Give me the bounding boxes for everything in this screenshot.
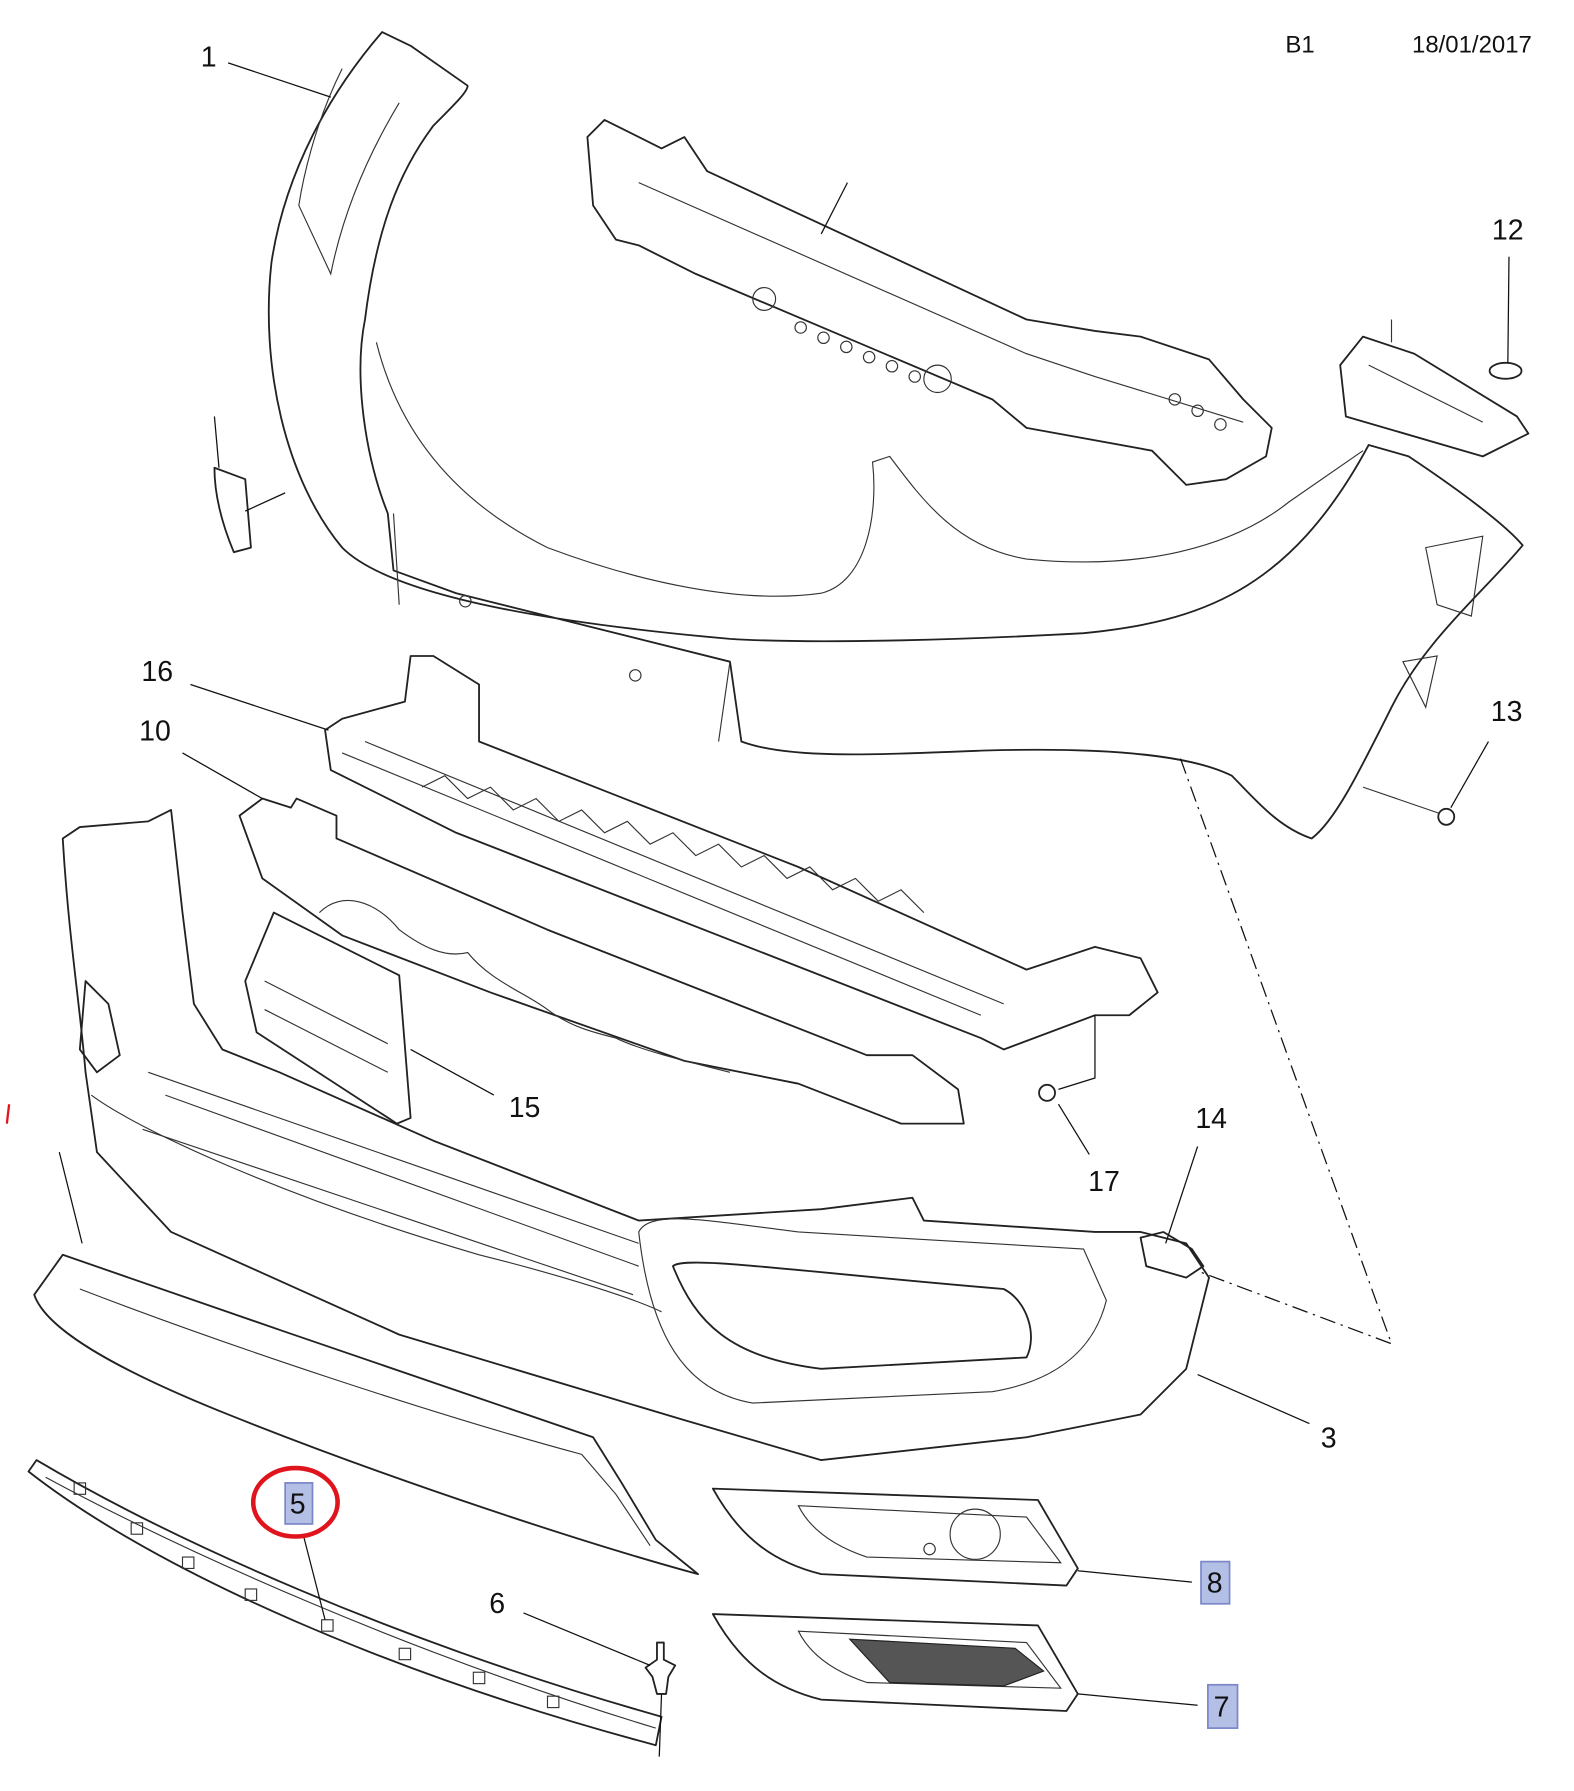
energy-absorber-16[interactable] bbox=[190, 655, 1159, 1051]
callout-1: 1 bbox=[201, 41, 217, 73]
callout-7-highlight bbox=[1207, 1683, 1239, 1729]
fog-lamp-bezel-8[interactable] bbox=[711, 1487, 1192, 1587]
callout-8[interactable]: 8 bbox=[1207, 1567, 1223, 1599]
red-circle-marker bbox=[250, 1465, 340, 1539]
lower-absorber-10[interactable] bbox=[182, 752, 965, 1125]
side-bracket[interactable] bbox=[1339, 256, 1530, 458]
callout-14: 14 bbox=[1195, 1103, 1227, 1135]
callout-13: 13 bbox=[1491, 696, 1523, 728]
trim-strip-5[interactable] bbox=[27, 1459, 663, 1747]
skid-plate[interactable] bbox=[33, 1151, 699, 1576]
red-edge-mark bbox=[5, 1104, 11, 1124]
callout-10: 10 bbox=[139, 715, 171, 747]
tow-hook-cover[interactable] bbox=[213, 416, 286, 554]
callout-5[interactable]: 5 bbox=[290, 1489, 306, 1521]
fog-lamp-bezel-7[interactable] bbox=[711, 1613, 1198, 1712]
callout-5-highlight bbox=[284, 1482, 314, 1525]
callout-6: 6 bbox=[489, 1588, 505, 1620]
upper-bumper-cover[interactable] bbox=[267, 31, 1524, 840]
bolt-17[interactable] bbox=[1038, 1015, 1096, 1155]
diagram-date: 18/01/2017 bbox=[1412, 32, 1532, 59]
bracket-14[interactable] bbox=[1139, 1146, 1205, 1279]
lower-bumper-cover-3[interactable] bbox=[61, 809, 1310, 1461]
callout-17: 17 bbox=[1088, 1166, 1120, 1198]
callout-8-highlight bbox=[1200, 1560, 1231, 1605]
callout-7[interactable]: 7 bbox=[1214, 1692, 1230, 1724]
callout-3: 3 bbox=[1321, 1423, 1337, 1455]
clip-6[interactable] bbox=[523, 1612, 677, 1757]
sheet-id: B1 bbox=[1285, 32, 1314, 59]
callout-15: 15 bbox=[509, 1092, 541, 1124]
leader-1 bbox=[227, 62, 331, 98]
callout-16: 16 bbox=[141, 656, 173, 688]
callout-12: 12 bbox=[1492, 215, 1524, 247]
bumper-reinforcement-beam[interactable] bbox=[586, 118, 1273, 486]
license-plate-bracket-15[interactable] bbox=[244, 911, 495, 1125]
assembly-line bbox=[1179, 758, 1393, 1345]
screw-13[interactable] bbox=[1362, 741, 1490, 826]
